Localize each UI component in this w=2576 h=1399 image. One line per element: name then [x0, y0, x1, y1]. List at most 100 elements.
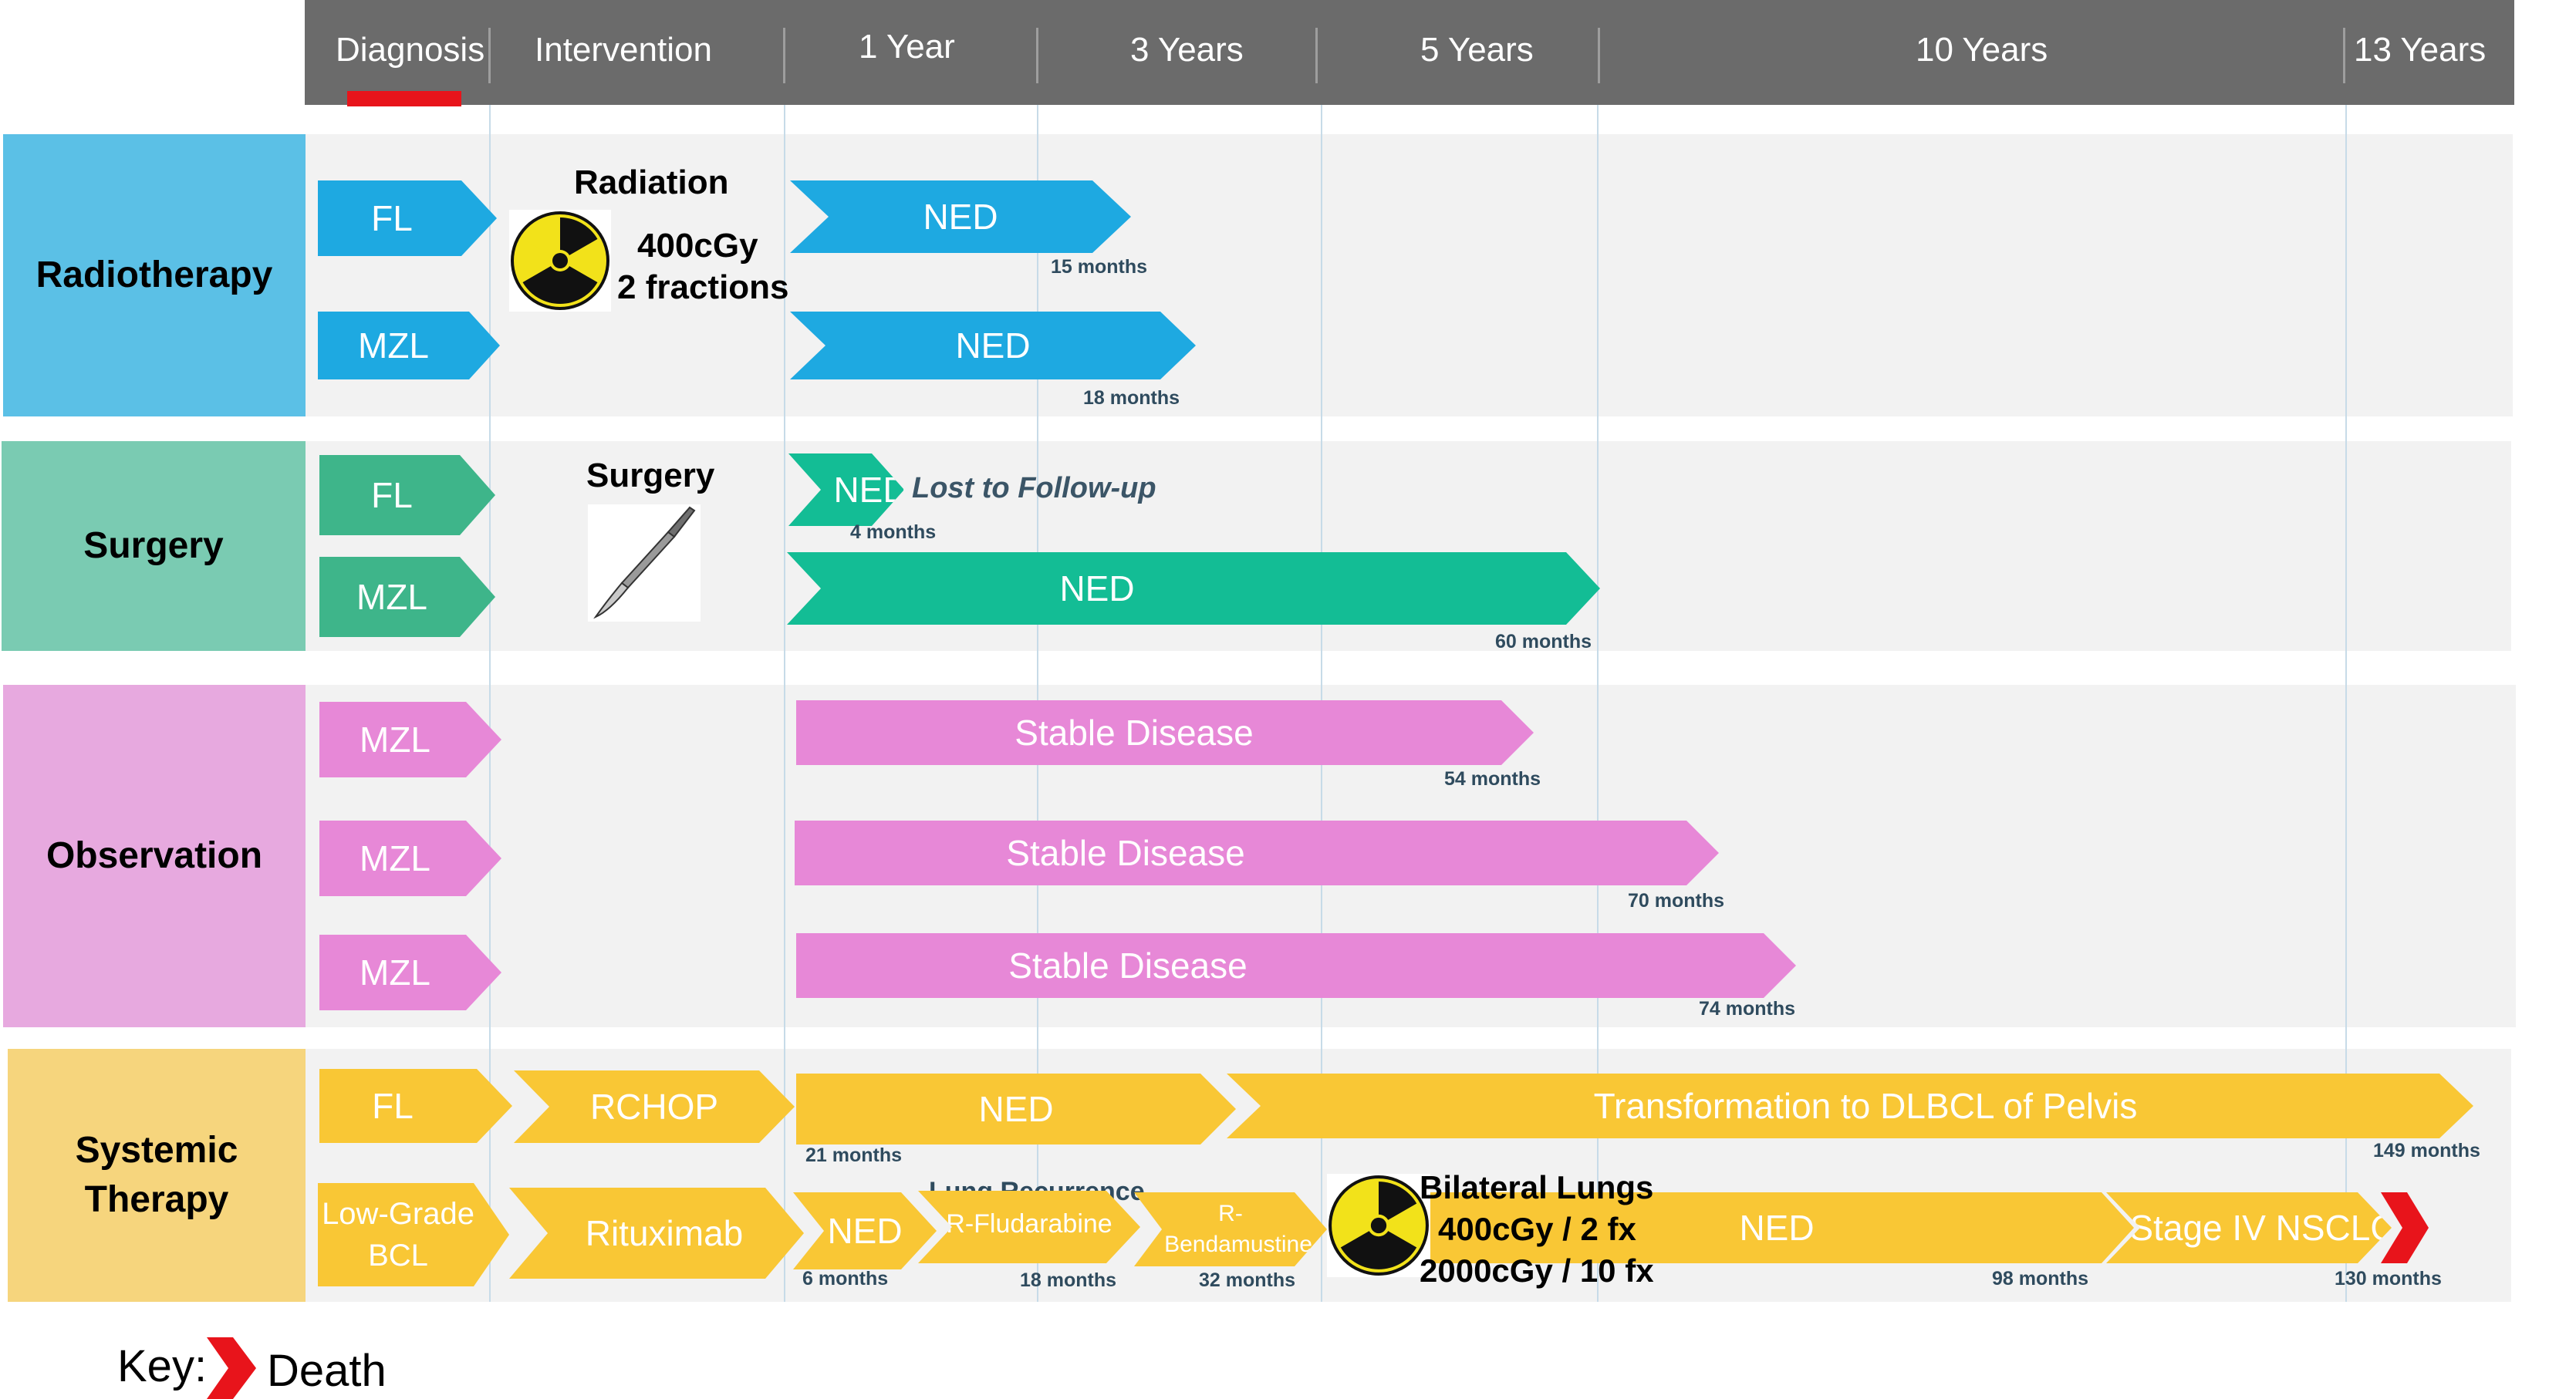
r-bendamustine-arrow: R- Bendamustine	[1134, 1192, 1327, 1266]
category-radiotherapy: Radiotherapy	[3, 134, 306, 416]
category-systemic-label-line1: Systemic	[75, 1130, 238, 1171]
diagnosis-label: MZL	[360, 838, 430, 878]
chemo-label-line2: Bendamustine	[1164, 1232, 1312, 1257]
outcome-label: NED	[955, 325, 1031, 366]
timeline-guide	[489, 105, 491, 1302]
radiotherapy-fl-months: 15 months	[1051, 256, 1148, 278]
systemic-lowgrade-bcl-diagnosis-arrow: Low-Grade BCL	[318, 1183, 509, 1286]
treatment-label: Rituximab	[585, 1213, 744, 1253]
surgery-mzl-months: 60 months	[1495, 631, 1592, 652]
header-diagnosis: Diagnosis	[336, 31, 485, 69]
header-separator	[1036, 28, 1038, 83]
header-separator	[1315, 28, 1318, 83]
timeline-guide	[784, 105, 785, 1302]
scalpel-icon	[588, 504, 701, 622]
systemic-bcl-months-1: 6 months	[802, 1268, 889, 1289]
category-observation-label: Observation	[46, 835, 263, 876]
diagnosis-label: FL	[372, 1086, 414, 1126]
observation-months-1: 54 months	[1444, 768, 1541, 790]
observation-mzl-diagnosis-arrow-3: MZL	[319, 935, 501, 1010]
key-label: Key:	[117, 1341, 208, 1391]
observation-stable-disease-arrow-2: Stable Disease	[795, 821, 1719, 885]
observation-stable-disease-arrow-1: Stable Disease	[796, 700, 1534, 765]
header-3-years: 3 Years	[1130, 31, 1244, 69]
category-systemic-therapy: Systemic Therapy	[8, 1049, 306, 1302]
lost-to-follow-up-note: Lost to Follow-up	[912, 472, 1156, 504]
systemic-bcl-months-3: 32 months	[1199, 1269, 1296, 1291]
observation-months-3: 74 months	[1699, 998, 1796, 1020]
outcome-label: Stable Disease	[1008, 946, 1247, 986]
chemo-label-line1: R-	[1218, 1201, 1243, 1226]
chemo-label: R-Fludarabine	[946, 1209, 1112, 1239]
surgery-mzl-diagnosis-arrow: MZL	[319, 557, 495, 637]
radiation-hazard-icon	[509, 210, 611, 312]
category-observation: Observation	[3, 685, 306, 1027]
radiotherapy-fl-diagnosis-arrow: FL	[318, 180, 497, 256]
systemic-bcl-months-4: 98 months	[1992, 1268, 2089, 1289]
systemic-fl-ned-arrow: NED	[796, 1074, 1236, 1144]
diagnosis-label: FL	[371, 198, 413, 238]
transformation-arrow: Transformation to DLBCL of Pelvis	[1227, 1074, 2473, 1138]
surgery-title: Surgery	[586, 457, 715, 494]
timeline-header: Diagnosis Intervention 1 Year 3 Years 5 …	[305, 0, 2514, 105]
diagnosis-label: MZL	[358, 325, 429, 366]
category-surgery-label: Surgery	[83, 525, 224, 566]
bilateral-lungs-dose-2: 2000cGy / 10 fx	[1420, 1252, 1654, 1289]
header-separator	[488, 28, 491, 83]
surgery-fl-diagnosis-arrow: FL	[319, 455, 495, 535]
rchop-arrow: RCHOP	[514, 1070, 795, 1143]
surgery-fl-months: 4 months	[850, 521, 937, 543]
header-1-year: 1 Year	[859, 28, 955, 66]
header-separator	[1598, 28, 1600, 83]
r-fludarabine-arrow: R-Fludarabine	[918, 1191, 1140, 1263]
systemic-fl-diagnosis-arrow: FL	[319, 1069, 512, 1143]
radiation-dose: 400cGy	[637, 227, 758, 265]
radiotherapy-fl-ned-arrow: NED	[790, 180, 1131, 253]
outcome-label: NED	[978, 1089, 1054, 1129]
outcome-label: NED	[923, 197, 998, 237]
header-10-years: 10 Years	[1916, 31, 2048, 69]
radiotherapy-mzl-diagnosis-arrow: MZL	[318, 312, 500, 379]
radiation-title: Radiation	[574, 163, 729, 201]
diagnosis-label: MZL	[356, 577, 427, 617]
outcome-label: Stable Disease	[1006, 833, 1245, 873]
outcome-label: NED	[1059, 568, 1135, 608]
radiation-hazard-icon	[1327, 1174, 1430, 1277]
header-intervention: Intervention	[535, 31, 712, 69]
treatment-label: RCHOP	[589, 1087, 719, 1127]
category-surgery: Surgery	[2, 441, 306, 651]
outcome-label: Stable Disease	[1015, 713, 1254, 753]
key-death-icon	[207, 1337, 256, 1399]
radiotherapy-mzl-months: 18 months	[1083, 387, 1180, 409]
outcome-label: NED	[1739, 1208, 1815, 1248]
header-separator	[2343, 28, 2345, 83]
final-outcome-label: Stage IV NSCLC	[2129, 1208, 2396, 1248]
header-separator	[783, 28, 785, 83]
observation-mzl-diagnosis-arrow-2: MZL	[319, 821, 501, 896]
key-death-label: Death	[267, 1346, 387, 1396]
systemic-bcl-months-2: 18 months	[1020, 1269, 1117, 1291]
radiotherapy-mzl-ned-arrow: NED	[790, 312, 1196, 379]
header-13-years: 13 Years	[2354, 31, 2487, 69]
observation-mzl-diagnosis-arrow-1: MZL	[319, 702, 501, 777]
systemic-fl-months: 21 months	[805, 1144, 903, 1166]
systemic-bcl-months-5: 130 months	[2335, 1268, 2442, 1289]
timeline-guide	[2345, 105, 2347, 1302]
diagnosis-label-line2: BCL	[368, 1239, 428, 1273]
diagnosis-label-line1: Low-Grade	[322, 1197, 474, 1231]
observation-months-2: 70 months	[1628, 890, 1725, 912]
timeline-guide	[1597, 105, 1599, 1302]
header-5-years: 5 Years	[1420, 31, 1534, 69]
observation-stable-disease-arrow-3: Stable Disease	[796, 933, 1796, 998]
outcome-label: NED	[827, 1211, 903, 1251]
diagnosis-label: MZL	[360, 720, 430, 760]
diagnosis-label: FL	[371, 475, 413, 515]
stage-iv-nsclc-arrow: Stage IV NSCLC	[2106, 1192, 2392, 1263]
bilateral-lungs-dose-1: 400cGy / 2 fx	[1438, 1211, 1636, 1247]
radiotherapy-band	[305, 134, 2513, 416]
systemic-bcl-ned-arrow-2: NED	[1389, 1192, 2134, 1263]
diagnosis-label: MZL	[360, 952, 430, 993]
diagnosis-underline	[347, 91, 461, 106]
category-radiotherapy-label: Radiotherapy	[35, 255, 273, 295]
radiation-fractions: 2 fractions	[617, 268, 789, 306]
